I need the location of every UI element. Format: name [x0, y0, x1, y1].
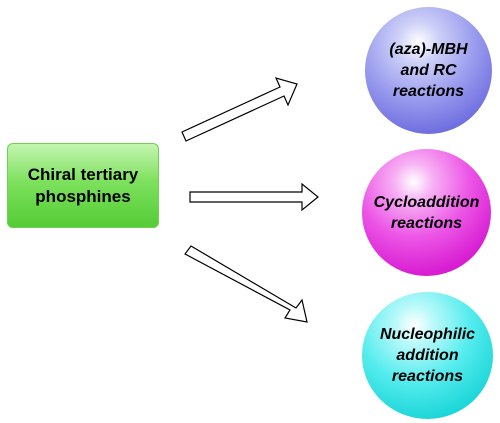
arrow-to-cycloaddition	[189, 182, 319, 212]
sphere-label-nucleophilic-addition: Nucleophilic addition reactions	[379, 326, 476, 385]
source-box-chiral-tertiary-phosphines: Chiral tertiary phosphines	[7, 143, 159, 228]
arrow-to-nucleophilic-addition	[184, 245, 308, 323]
arrow-to-mbh	[181, 77, 298, 142]
sphere-cycloaddition: Cycloaddition reactions	[362, 149, 491, 276]
source-label: Chiral tertiary phosphines	[27, 164, 139, 206]
sphere-aza-mbh-rc: (aza)-MBH and RC reactions	[365, 7, 492, 134]
sphere-nucleophilic-addition: Nucleophilic addition reactions	[362, 292, 493, 419]
sphere-label-cycloaddition: Cycloaddition reactions	[373, 193, 480, 232]
sphere-label-aza-mbh-rc: (aza)-MBH and RC reactions	[389, 41, 468, 100]
